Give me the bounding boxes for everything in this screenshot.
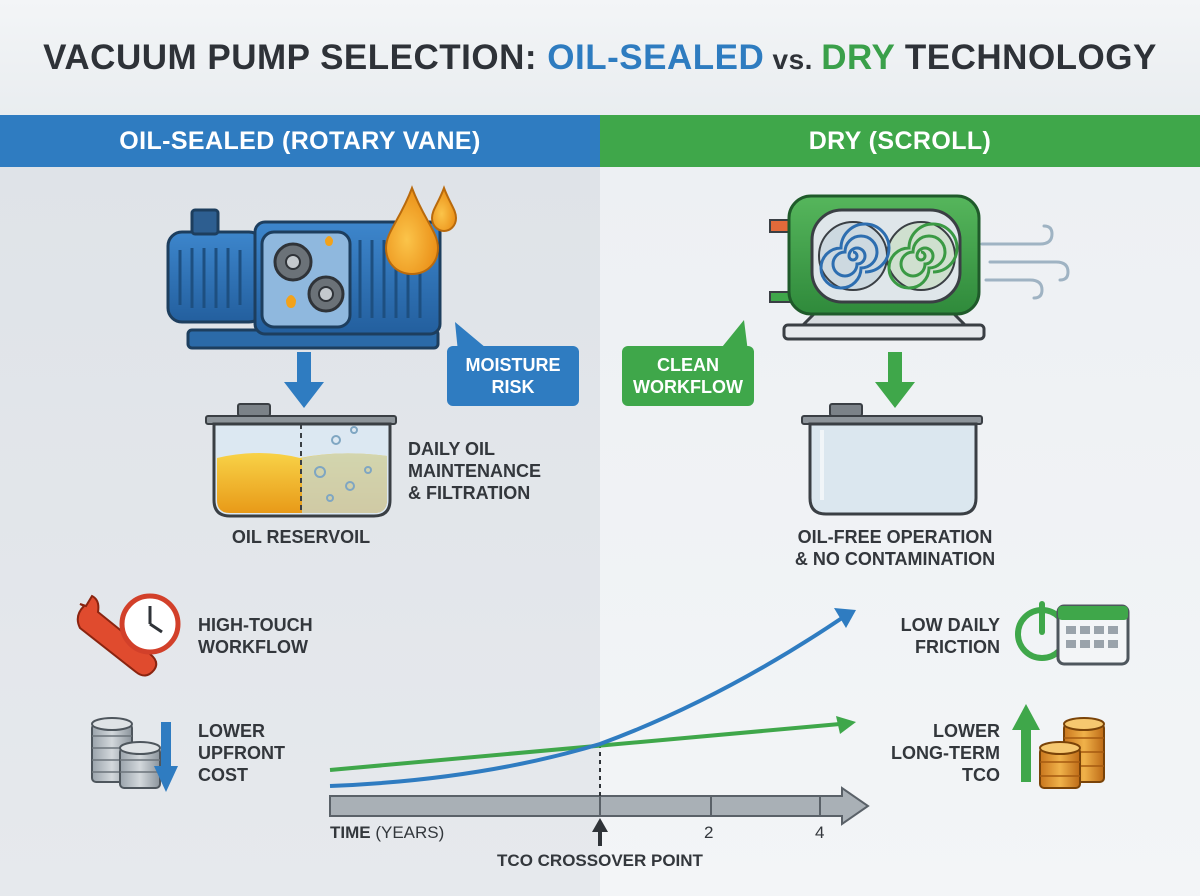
- time-axis-label-unit: (YEARS): [370, 823, 445, 842]
- lower-tco-label: LOWER LONG-TERM TCO: [891, 721, 1000, 785]
- oil-reservoir-label: OIL RESERVOIL: [231, 527, 371, 547]
- tick-label-2: 2: [704, 823, 714, 842]
- page-title: VACUUM PUMP SELECTION: OIL-SEALED vs. DR…: [43, 38, 1157, 78]
- crossover-up-arrow: [592, 818, 608, 846]
- oil-tco-curve: [329, 616, 844, 788]
- low-friction-label: LOW DAILY FRICTION: [900, 615, 1000, 657]
- clean-reservoir-icon: [801, 403, 983, 516]
- oil-free-label: OIL-FREE OPERATION & NO CONTAMINATION: [794, 527, 996, 569]
- gold-coin-stack-icon: [1012, 704, 1105, 789]
- coin-stack-icon: [91, 717, 178, 792]
- oil-tco-arrowhead: [834, 608, 856, 628]
- tco-crossover-label: TCO CROSSOVER POINT: [497, 851, 703, 870]
- title-oil-sealed: OIL-SEALED: [547, 37, 765, 77]
- clean-callout-tail: [718, 320, 748, 352]
- down-arrow-right: [875, 352, 915, 408]
- airflow-icon: [980, 224, 1070, 300]
- high-touch-label: HIGH-TOUCH WORKFLOW: [198, 615, 313, 657]
- clean-workflow-callout: CLEAN WORKFLOW: [622, 346, 754, 406]
- tick-label-4: 4: [815, 823, 825, 842]
- wrench-clock-icon: [76, 593, 181, 677]
- oil-drop-icon: [384, 185, 458, 276]
- lower-upfront-label: LOWER UPFRONT COST: [198, 721, 285, 785]
- moisture-risk-callout: MOISTURE RISK: [447, 346, 579, 406]
- dry-header: DRY (SCROLL): [600, 115, 1200, 167]
- time-axis-label-bold: TIME: [330, 823, 371, 842]
- tco-timeline: [329, 608, 870, 846]
- title-vs: vs.: [764, 43, 822, 75]
- scroll-pump-icon: [769, 194, 986, 341]
- power-calendar-icon: [1015, 601, 1130, 666]
- daily-oil-label: DAILY OIL MAINTENANCE & FILTRATION: [408, 439, 541, 503]
- down-arrow-left: [284, 352, 324, 408]
- time-axis-label: TIME (YEARS): [330, 822, 444, 844]
- title-dry: DRY: [821, 37, 895, 77]
- title-bar: VACUUM PUMP SELECTION: OIL-SEALED vs. DR…: [0, 0, 1200, 115]
- oil-sealed-header: OIL-SEALED (ROTARY VANE): [0, 115, 600, 167]
- oil-reservoir-icon: [205, 403, 397, 518]
- dry-tco-arrowhead: [836, 716, 856, 734]
- title-part-2: TECHNOLOGY: [894, 37, 1157, 77]
- moisture-callout-tail: [455, 322, 486, 352]
- title-part-1: VACUUM PUMP SELECTION:: [43, 37, 548, 77]
